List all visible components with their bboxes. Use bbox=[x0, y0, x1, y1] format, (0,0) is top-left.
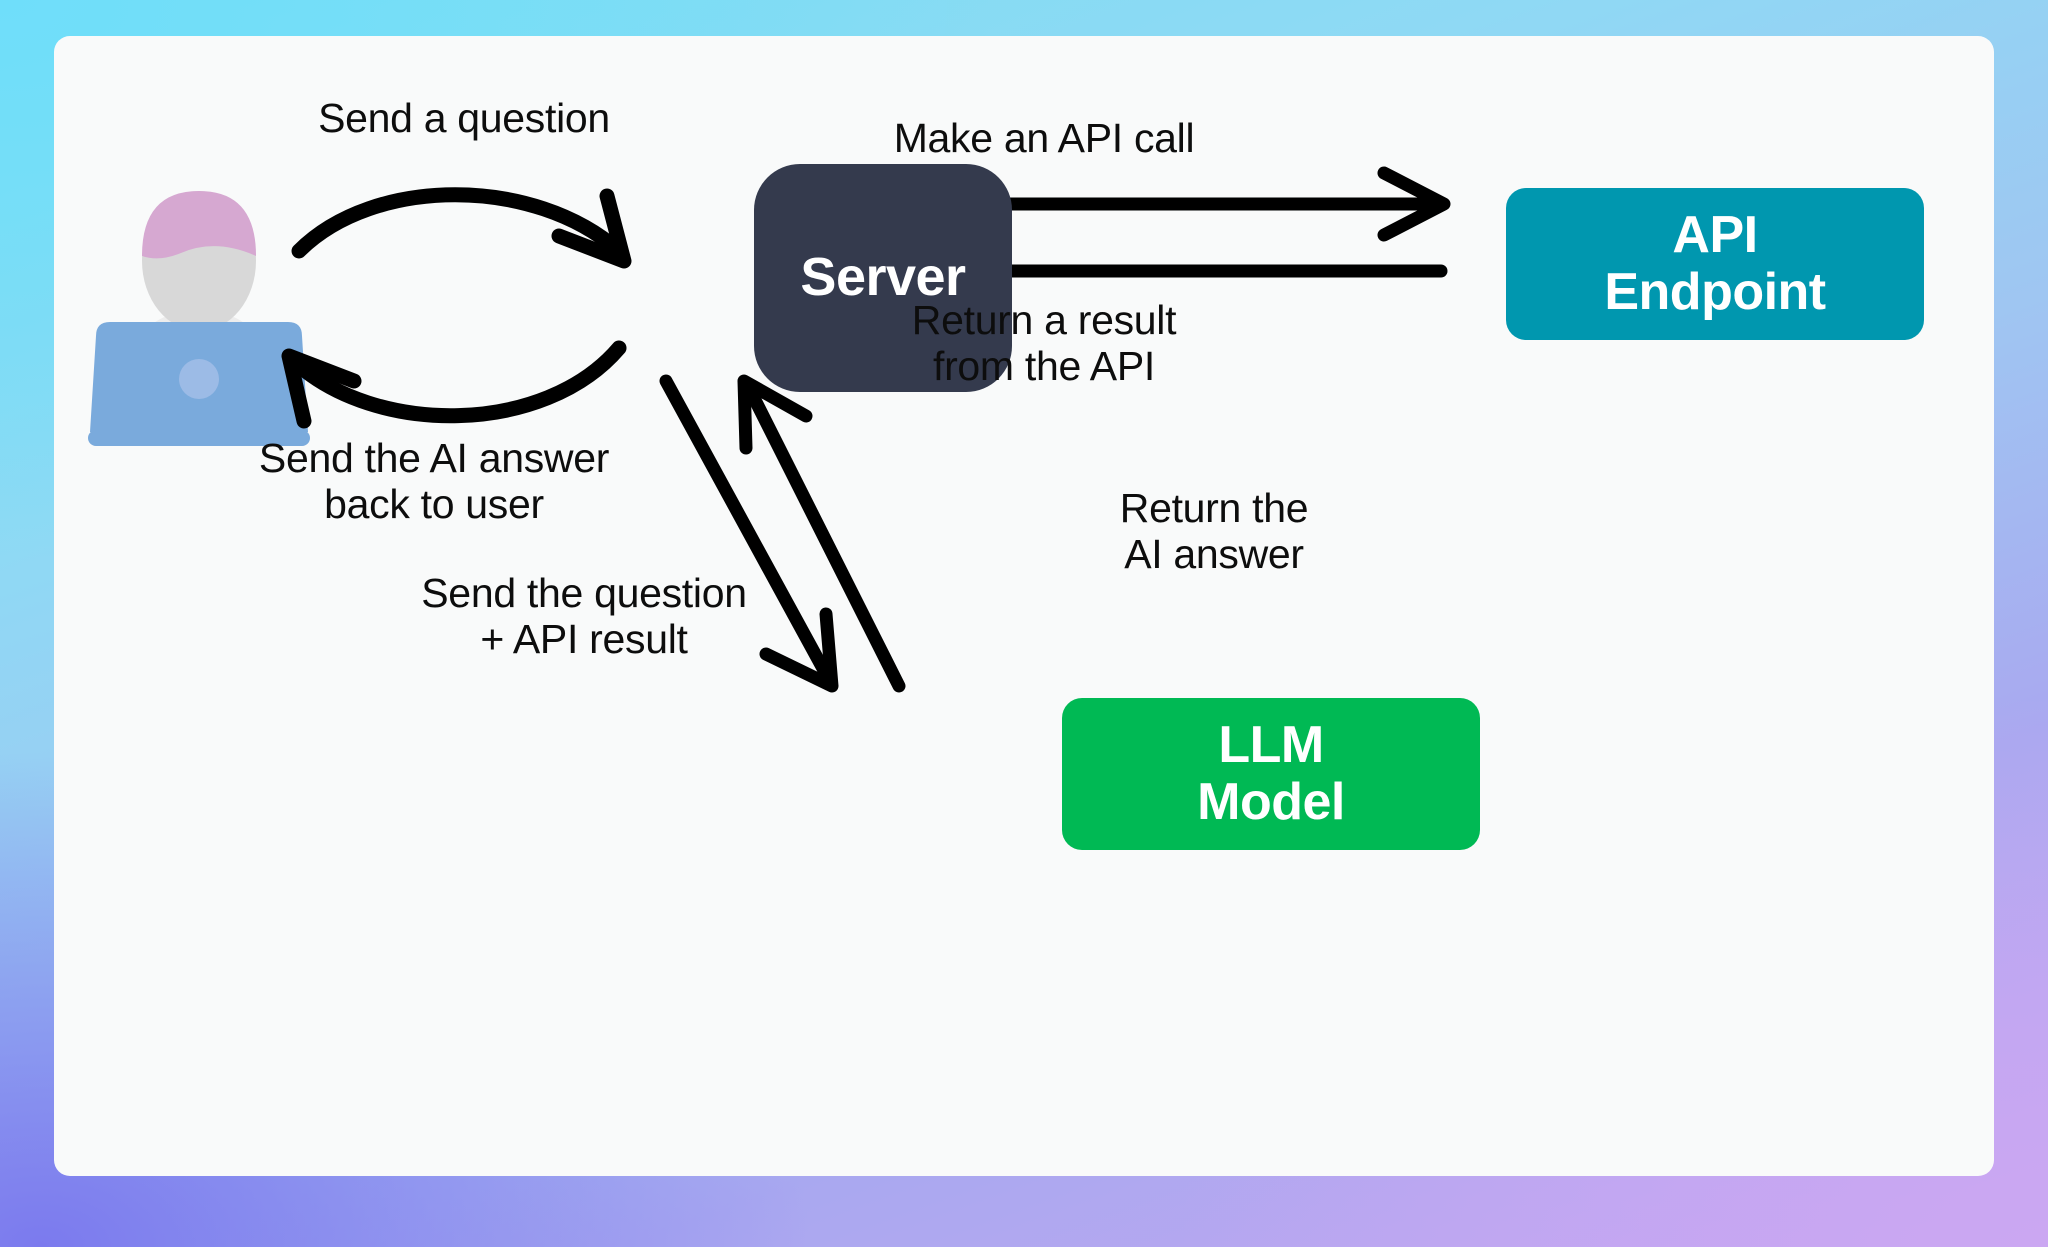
node-server[interactable]: Server bbox=[754, 164, 1012, 392]
arrow-send-question bbox=[291, 187, 632, 269]
edge-label-send-question-api-result: Send the question + API result bbox=[421, 570, 747, 662]
node-api-endpoint-line1: API bbox=[1672, 205, 1758, 264]
edge-label-make-api-call: Make an API call bbox=[893, 115, 1195, 161]
node-llm-model[interactable]: LLM Model bbox=[1062, 698, 1480, 850]
node-llm-model-line1: LLM bbox=[1218, 715, 1324, 774]
edge-label-send-answer-back: Send the AI answer back to user bbox=[258, 435, 610, 527]
edge-label-return-ai-answer: Return the AI answer bbox=[1119, 485, 1309, 577]
edge-label-send-question: Send a question bbox=[318, 95, 610, 141]
user-with-laptop-icon bbox=[84, 166, 314, 456]
node-api-endpoint[interactable]: API Endpoint bbox=[1506, 188, 1924, 340]
node-api-endpoint-line2: Endpoint bbox=[1604, 263, 1826, 321]
edge-label-return-api-result: Return a result from the API bbox=[911, 297, 1177, 389]
arrow-send-answer-back bbox=[281, 340, 627, 429]
node-llm-model-line2: Model bbox=[1197, 773, 1345, 831]
diagram-canvas: Server API Endpoint LLM Model Send a que… bbox=[54, 36, 1994, 1176]
